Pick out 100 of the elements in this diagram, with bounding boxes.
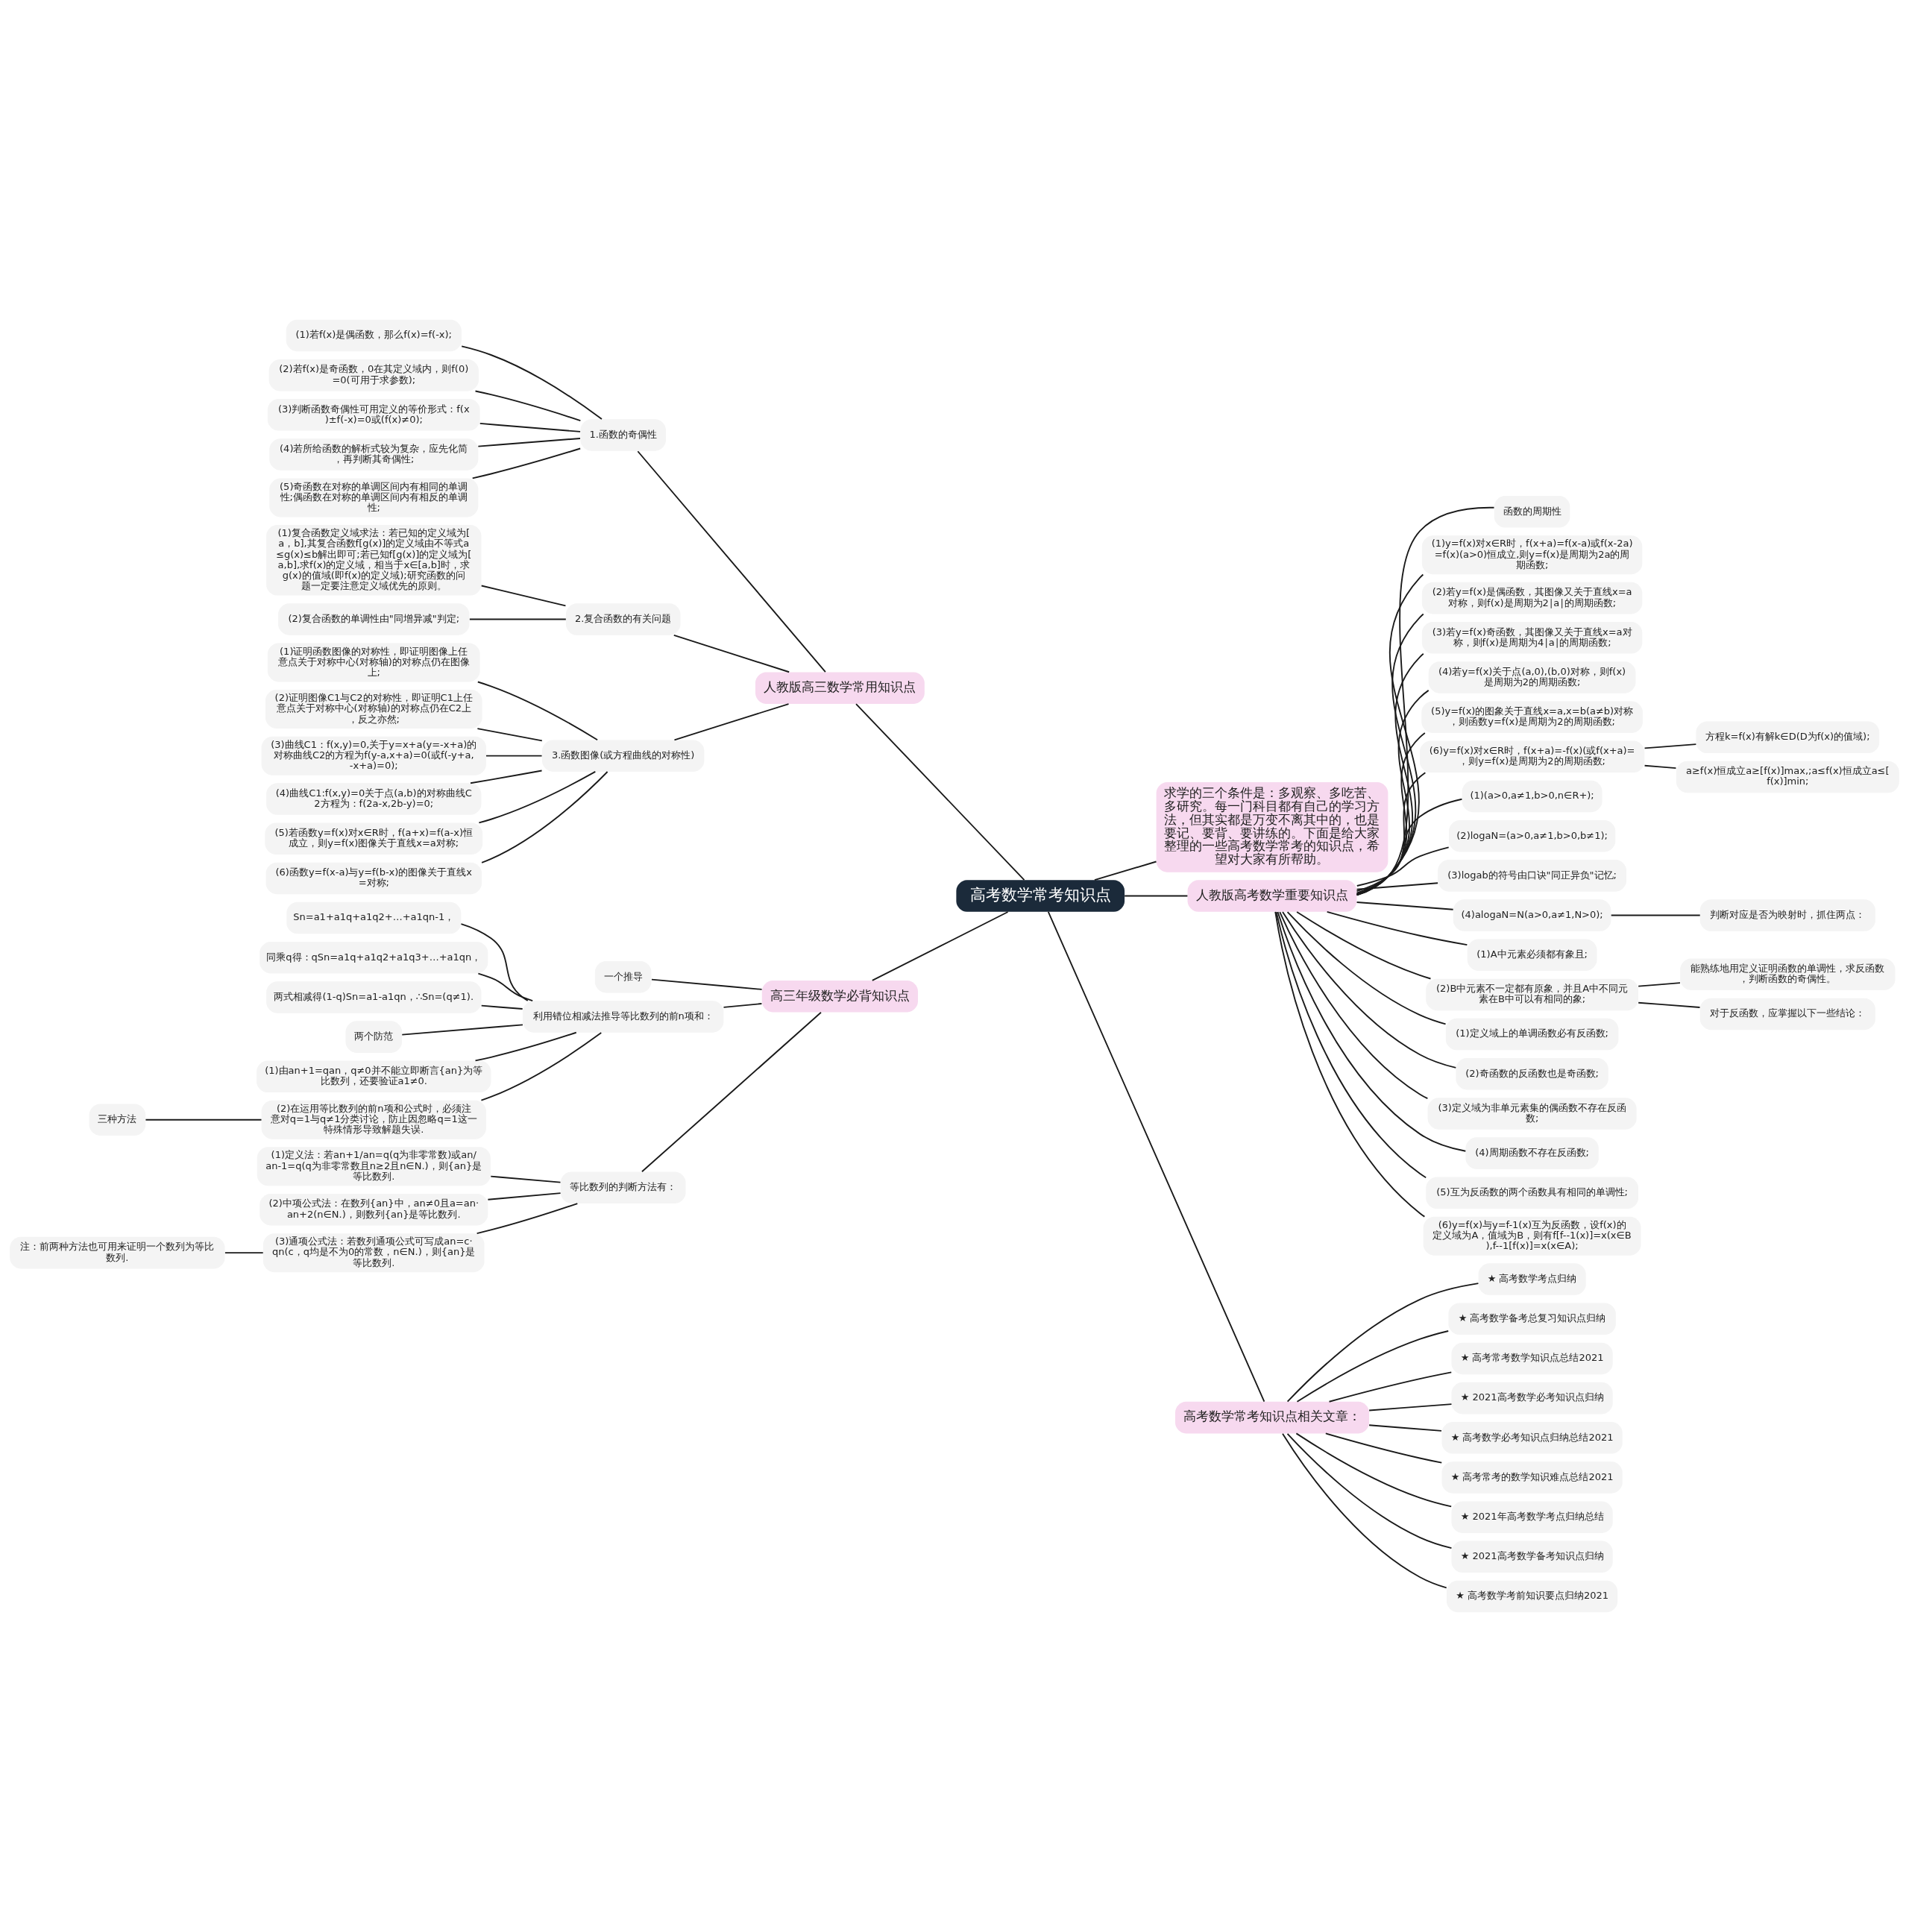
node-box: (3)定义域为非单元素集的偶函数不存在反函数;	[1427, 1098, 1637, 1130]
node-box: 判断对应是否为映射时，抓住两点：	[1699, 899, 1875, 931]
connector	[476, 1203, 579, 1234]
connector	[468, 618, 567, 620]
node-box: (3)logab的符号由口诀"同正异负"记忆;	[1438, 860, 1627, 892]
connector	[477, 438, 581, 447]
connector	[480, 585, 567, 607]
connector	[1644, 764, 1677, 770]
node-box: 1.函数的奇偶性	[580, 419, 666, 451]
connector	[460, 923, 529, 1001]
connector	[474, 390, 582, 422]
connector	[1324, 1432, 1443, 1464]
connector	[490, 1175, 562, 1183]
node-box: (2)B中元素不一定都有原象，并且A中不同元素在B中可以有相同的象;	[1426, 978, 1638, 1011]
connector	[479, 422, 581, 432]
connector	[485, 755, 543, 757]
node-box: 人教版高考数学重要知识点	[1187, 880, 1357, 912]
node-box: Sn=a1+a1q+a1q2+…+a1qn-1，	[286, 902, 462, 934]
node-box: 高三年级数学必背知识点	[761, 981, 918, 1013]
node-box: (6)函数y=f(x-a)与y=f(b-x)的图像关于直线x=对称;	[265, 862, 482, 895]
connector	[1356, 798, 1463, 893]
connector	[401, 1024, 523, 1036]
connector	[1282, 911, 1457, 1069]
node-box: (3)通项公式法：若数列通项公式可写成an=c·qn(c，q均是不为0的常数，n∈N.)，则{an}是等比数列.	[262, 1233, 485, 1273]
node-box: (1)由an+1=qan，q≠0并不能立即断言{an}为等比数列，还要验证a1≠0.	[257, 1060, 491, 1093]
node-box: 两个防范	[345, 1021, 403, 1053]
node-box: ★ 高考数学考前知识要点归纳2021	[1447, 1580, 1618, 1613]
node-box: (1)证明函数图像的对称性，即证明图像上任意点关于对称中心(对称轴)的对称点仍在图像上;	[267, 643, 480, 682]
connector	[641, 1011, 822, 1173]
connector	[1328, 1371, 1453, 1403]
node-box: 两式相减得(1-q)Sn=a1-a1qn，∴Sn=(q≠1).	[266, 981, 482, 1013]
connector	[1296, 911, 1432, 980]
connector	[1047, 910, 1265, 1403]
node-box: (1)若f(x)是偶函数，那么f(x)=f(-x);	[286, 319, 462, 352]
node-box: ★ 2021高考数学备考知识点归纳	[1451, 1541, 1613, 1573]
node-box: (3)判断函数奇偶性可用定义的等价形式：f(x)±f(-x)=0或(f(x)≠0);	[267, 399, 480, 431]
node-box: 注：前两种方法也可用来证明一个数列为等比数列.	[10, 1236, 225, 1269]
connector	[461, 345, 603, 420]
node-box: (2)在运用等比数列的前n项和公式时，必须注意对q=1与q≠1分类讨论，防止因忽略q=1这一特殊情形导致解题失误.	[261, 1100, 486, 1139]
node-box: (2)若f(x)是奇函数，0在其定义域内，则f(0)=0(可用于求参数);	[268, 359, 479, 391]
connector	[1296, 1330, 1450, 1403]
connector	[1356, 846, 1450, 887]
connector	[480, 1004, 523, 1010]
connector	[478, 771, 597, 824]
connector	[1295, 1432, 1453, 1508]
connector	[1644, 743, 1697, 749]
node-box: (4)若y=f(x)关于点(a,0),(b,0)对称，则f(x)是周期为2的周期函数;	[1428, 661, 1636, 693]
connector	[480, 1032, 603, 1101]
node-box: (1)定义法：若an+1/an=q(q为非零常数)或an/an-1=q(q为非零常数且n≥2且n∈N.)，则{an}是等比数列.	[257, 1147, 491, 1186]
node-box: (6)y=f(x)对x∈R时，f(x+a)=-f(x)(或f(x+a)=，则y=f(x)是周期为2的周期函数;	[1419, 740, 1645, 773]
node-box: (1)A中元素必须都有象且;	[1467, 939, 1597, 971]
node-box: a≥f(x)恒成立a≥[f(x)]max,;a≤f(x)恒成立a≤[f(x)]min;	[1676, 761, 1899, 793]
node-box: (5)奇函数在对称的单调区间内有相同的单调性;偶函数在对称的单调区间内有相反的单调性;	[269, 478, 479, 517]
node-box: (5)互为反函数的两个函数具有相同的单调性;	[1426, 1177, 1638, 1209]
node-box: (2)logaN=(a>0,a≠1,b>0,b≠1);	[1448, 819, 1616, 852]
connector	[673, 703, 790, 741]
node-box: 求学的三个条件是：多观察、多吃苦、多研究。每一门科目都有自己的学习方法，但其实都是万变不离其中的，也是要记、要背、要讲练的。下面是给大家整理的一些高考数学常考的知识点，希望对大家有所帮助。	[1156, 782, 1388, 872]
connector	[1356, 689, 1430, 896]
connector	[1638, 982, 1681, 987]
node-box: 方程k=f(x)有解k∈D(D为f(x)的值域);	[1696, 721, 1880, 754]
connector	[1368, 1403, 1453, 1412]
connector	[1638, 1001, 1701, 1008]
connector	[487, 1192, 562, 1201]
node-box: 三种方法	[89, 1104, 146, 1136]
connector	[1356, 732, 1426, 895]
node-box: (4)alogaN=N(a>0,a≠1,N>0);	[1453, 899, 1611, 931]
node-box: (1)复合函数定义域求法：若已知的定义域为[a，b],其复合函数f[g(x)]的定义域由不等式a≤g(x)≤b解出即可;若已知f[g(x)]的定义域为[a,b],求f(x)的定义域，相当于x∈[a,b]时，求g(x)的值域(即f(x)的定义域);研究函数的问题一定要注意定义域优先的原则。	[266, 525, 482, 596]
node-box: ★ 高考数学必考知识点归纳总结2021	[1441, 1422, 1623, 1454]
connector	[637, 450, 826, 673]
node-box: (5)若函数y=f(x)对x∈R时，f(a+x)=f(a-x)恒成立，则y=f(x)图像关于直线x=a对称;	[265, 822, 483, 855]
node-box: (2)中项公式法：在数列{an}中，an≠0且a=an·an+2(n∈N.)，则数列{an}是等比数列.	[260, 1193, 488, 1226]
node-box: 高考数学常考知识点相关文章：	[1175, 1401, 1369, 1434]
node-box: (4)曲线C1:f(x,y)=0关于点(a,b)的对称曲线C2方程为：f(2a-x,2b-y)=0;	[266, 783, 482, 815]
node-box: (1)y=f(x)对x∈R时，f(x+a)=f(x-a)或f(x-2a)=f(x)(a>0)恒成立,则y=f(x)是周期为2a的周期函数;	[1421, 535, 1643, 575]
connector	[1124, 895, 1189, 897]
connector	[855, 703, 1025, 881]
connector	[474, 1031, 577, 1062]
node-box: 函数的周期性	[1494, 496, 1570, 528]
connector	[471, 447, 582, 479]
connector	[1610, 914, 1701, 916]
connector	[1356, 882, 1439, 890]
connector	[651, 978, 763, 990]
connector	[477, 972, 534, 1002]
node-box: 2.复合函数的有关问题	[565, 603, 681, 635]
connector	[1282, 1432, 1447, 1589]
connector	[1356, 902, 1454, 910]
node-box: (1)定义域上的单调函数必有反函数;	[1445, 1018, 1619, 1051]
node-box: (2)复合函数的单调性由"同增异减"判定;	[278, 603, 470, 635]
connector	[1286, 1433, 1453, 1549]
node-box: (6)y=f(x)与y=f-1(x)互为反函数，设f(x)的定义域为A，值域为B，则有f[f--1(x)]=x(x∈B),f--1[f(x)]=x(x∈A);	[1423, 1216, 1641, 1256]
connector	[1093, 860, 1157, 881]
connector	[1368, 1424, 1442, 1432]
connector	[1279, 911, 1429, 1100]
node-box: ★ 2021年高考数学考点归纳总结	[1451, 1501, 1613, 1533]
node-box: 对于反函数，应掌握以下一些结论：	[1699, 998, 1875, 1030]
node-box: (1)(a>0,a≠1,b>0,n∈R+);	[1462, 780, 1603, 813]
connector	[477, 728, 543, 742]
node-box: (4)周期函数不存在反函数;	[1465, 1137, 1599, 1169]
node-box: (2)奇函数的反函数也是奇函数;	[1456, 1058, 1608, 1090]
connector	[673, 634, 790, 673]
